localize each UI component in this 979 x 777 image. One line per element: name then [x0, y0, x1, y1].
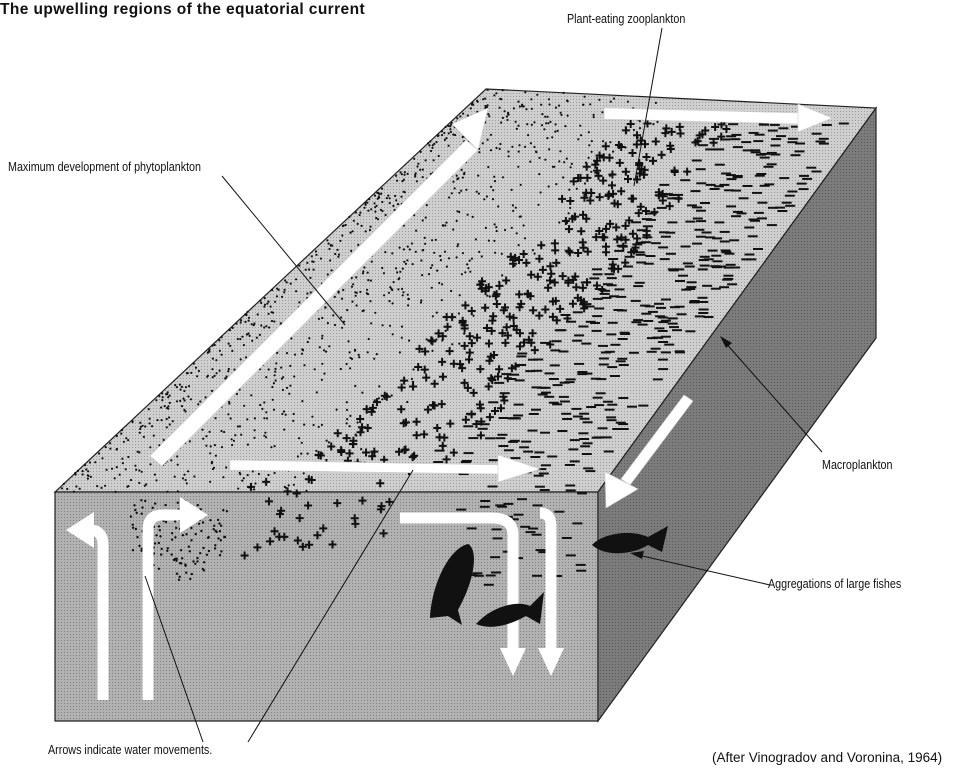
label-aggregations-of-large-fishes: Aggregations of large fishes: [768, 577, 901, 591]
diagram-title: The upwelling regions of the equatorial …: [0, 1, 365, 19]
label-phytoplankton: Maximum development of phytoplankton: [8, 160, 201, 174]
label-plant-eating-zooplankton: Plant-eating zooplankton: [567, 12, 685, 26]
label-arrows-indicate-water-movements: Arrows indicate water movements.: [48, 743, 212, 757]
label-macroplankton: Macroplankton: [822, 458, 893, 472]
source-credit: (After Vinogradov and Voronina, 1964): [712, 750, 942, 765]
